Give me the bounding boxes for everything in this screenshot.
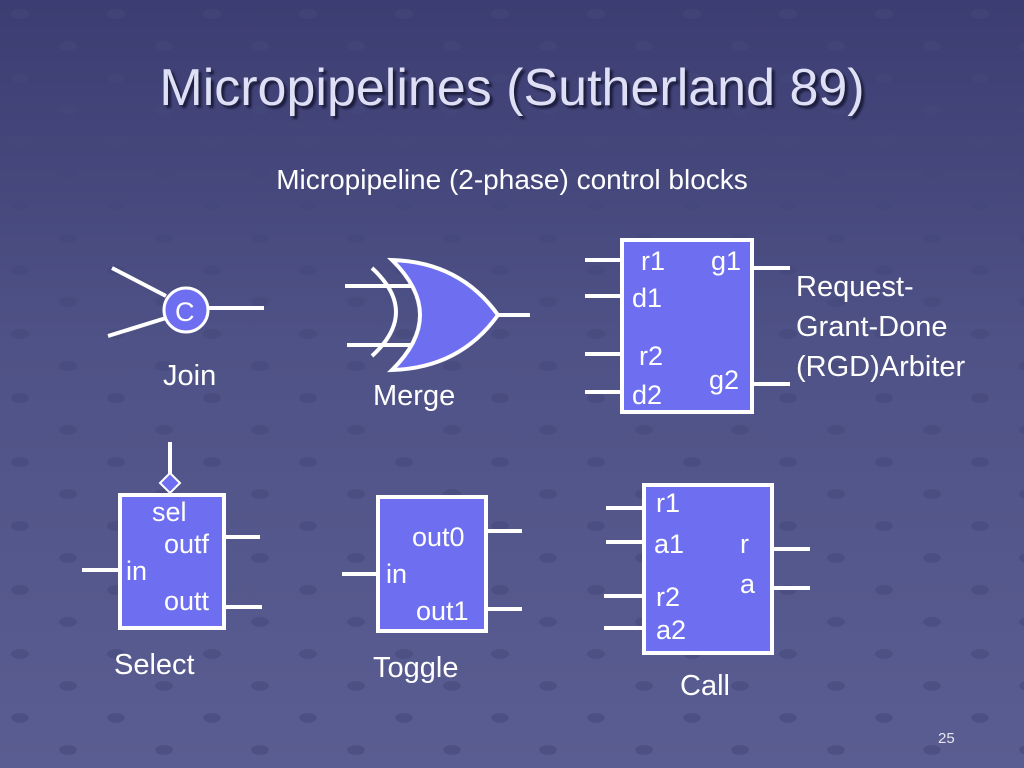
select-port-outt: outt: [164, 586, 210, 616]
call-port-a2: a2: [656, 615, 686, 645]
join-caption: Join: [163, 360, 216, 392]
select-block: sel outf in outt Select: [82, 442, 262, 681]
slide-subtitle: Micropipeline (2-phase) control blocks: [276, 164, 748, 195]
merge-caption: Merge: [373, 380, 455, 412]
call-port-r: r: [740, 529, 749, 559]
toggle-box: [376, 495, 488, 633]
arbiter-caption-line-2: Grant-Done: [796, 311, 948, 343]
arbiter-port-g2: g2: [709, 365, 739, 395]
arbiter-port-r2: r2: [639, 341, 663, 371]
toggle-caption: Toggle: [373, 652, 458, 684]
call-port-a: a: [740, 569, 756, 599]
arbiter-port-r1: r1: [641, 246, 665, 276]
c-element-label: C: [175, 297, 195, 327]
toggle-port-out0: out0: [412, 522, 465, 552]
select-port-sel: sel: [152, 497, 187, 527]
merge-block: Merge: [345, 257, 530, 412]
select-port-outf: outf: [164, 529, 210, 559]
arbiter-port-d2: d2: [632, 380, 662, 410]
join-block: C Join: [107, 266, 264, 392]
call-port-r2: r2: [656, 582, 680, 612]
join-input-wire-top: [111, 266, 167, 298]
call-caption: Call: [680, 670, 730, 702]
toggle-block: out0 in out1 Toggle: [342, 495, 522, 684]
arbiter-caption-line-3: (RGD)Arbiter: [796, 351, 966, 383]
xor-back-curve: [370, 266, 398, 358]
select-port-in: in: [126, 556, 147, 586]
select-caption: Select: [114, 649, 195, 681]
sel-diamond-symbol: [158, 471, 182, 495]
arbiter-box: [620, 238, 754, 414]
toggle-port-out1: out1: [416, 596, 469, 626]
slide-title: Micropipelines (Sutherland 89): [159, 59, 865, 117]
slide-number: 25: [938, 730, 955, 747]
call-box: [642, 483, 774, 655]
select-box: [118, 493, 226, 630]
c-element-symbol: [162, 286, 210, 334]
call-port-a1: a1: [654, 529, 684, 559]
join-input-wire-bottom: [107, 316, 167, 338]
arbiter-port-g1: g1: [711, 246, 741, 276]
arbiter-port-d1: d1: [632, 283, 662, 313]
call-port-r1: r1: [656, 488, 680, 518]
arbiter-block: r1 g1 d1 r2 g2 d2 Request- Grant-Done (R…: [585, 238, 966, 414]
xor-gate-symbol: [386, 257, 501, 373]
call-block: r1 a1 r a r2 a2 Call: [604, 483, 810, 702]
arbiter-caption-line-1: Request-: [796, 271, 914, 303]
toggle-port-in: in: [386, 559, 407, 589]
